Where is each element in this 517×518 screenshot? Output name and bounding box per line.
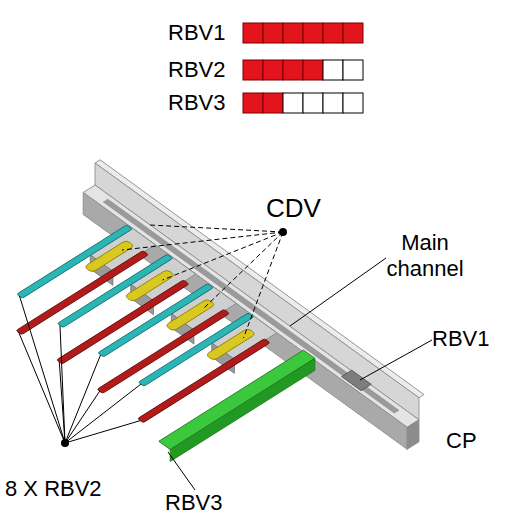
part-leaders <box>168 258 432 490</box>
leader-line <box>60 326 65 443</box>
bar-cell <box>243 93 263 113</box>
leader-line <box>65 384 141 443</box>
junction-dot <box>61 439 69 447</box>
leader-line <box>244 232 284 338</box>
bar-cell <box>283 60 303 80</box>
bar-cell <box>243 23 263 43</box>
bar-cell <box>283 23 303 43</box>
valve-block <box>342 370 372 390</box>
bar-cell <box>303 93 323 113</box>
indicator-bars <box>243 23 363 113</box>
leader-line <box>290 258 386 326</box>
leader-line <box>122 232 283 250</box>
part-label: 8 X RBV2 <box>5 476 102 502</box>
green-rod-side <box>170 358 315 461</box>
leader-line <box>163 232 284 280</box>
plate-top <box>95 160 424 398</box>
bar-cell <box>323 93 343 113</box>
bar-cell <box>263 60 283 80</box>
cdv-leaders <box>122 225 283 338</box>
part-label: CP <box>446 428 477 454</box>
bar-cell <box>343 93 363 113</box>
leader-line <box>360 340 432 380</box>
leader-line <box>65 421 140 443</box>
leader-line <box>168 452 195 490</box>
leader-line <box>19 333 65 443</box>
bar-cell <box>263 23 283 43</box>
bar-cell <box>263 93 283 113</box>
beam-end <box>407 420 419 449</box>
part-label: RBV1 <box>432 326 489 352</box>
bar-cell <box>323 23 343 43</box>
bar-cell <box>303 23 323 43</box>
leader-line <box>65 391 100 443</box>
bar-cell <box>323 60 343 80</box>
junction-dot <box>279 228 287 236</box>
cyan-rod <box>138 313 254 386</box>
indicator-label: RBV1 <box>168 20 225 46</box>
bar-cell <box>243 60 263 80</box>
green-rod <box>159 350 315 461</box>
indicator-label: RBV3 <box>168 90 225 116</box>
leader-line <box>59 362 65 443</box>
part-label: CDV <box>266 193 321 223</box>
green-rod-top <box>159 350 315 449</box>
leader-line <box>203 232 283 309</box>
bar-cell <box>343 23 363 43</box>
part-label: Main channel <box>380 230 470 282</box>
bar-cell <box>303 60 323 80</box>
rbv2-leaders <box>19 296 141 443</box>
bar-cell <box>283 93 303 113</box>
part-label: RBV3 <box>165 490 222 516</box>
bar-cell <box>343 60 363 80</box>
leader-line <box>20 296 66 443</box>
leader-line <box>150 225 283 232</box>
indicator-label: RBV2 <box>168 57 225 83</box>
